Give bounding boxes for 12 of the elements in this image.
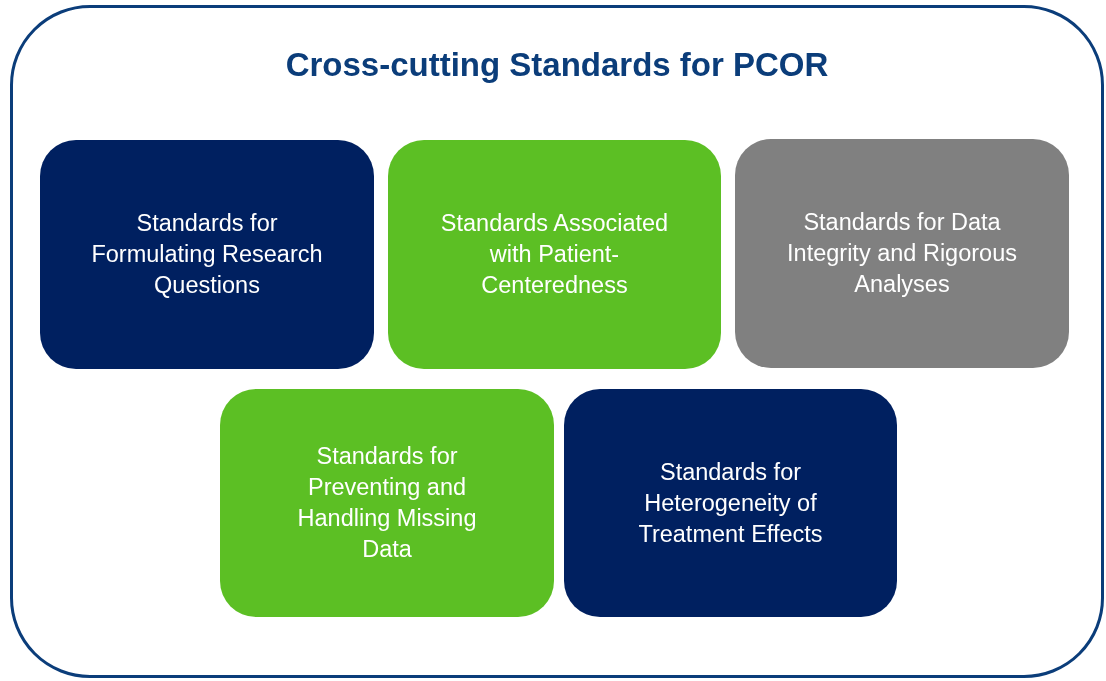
frame-heading: Cross-cutting Standards for PCOR bbox=[285, 46, 829, 83]
box-label: Standards for Preventing and Handling Missing Data bbox=[296, 442, 478, 564]
standards-box bbox=[40, 140, 374, 369]
standards-box bbox=[388, 140, 721, 369]
outer-frame bbox=[10, 5, 1104, 678]
box-label: Standards for Data Integrity and Rigorous Analyses bbox=[786, 208, 1018, 299]
standards-box bbox=[564, 389, 897, 617]
standards-box bbox=[220, 389, 554, 617]
standards-box bbox=[735, 139, 1069, 368]
box-label: Standards Associated with Patient-Centeredness bbox=[439, 209, 670, 300]
box-label: Standards for Heterogeneity of Treatment Effects bbox=[637, 457, 824, 549]
box-label: Standards for Formulating Research Questions bbox=[90, 209, 324, 300]
